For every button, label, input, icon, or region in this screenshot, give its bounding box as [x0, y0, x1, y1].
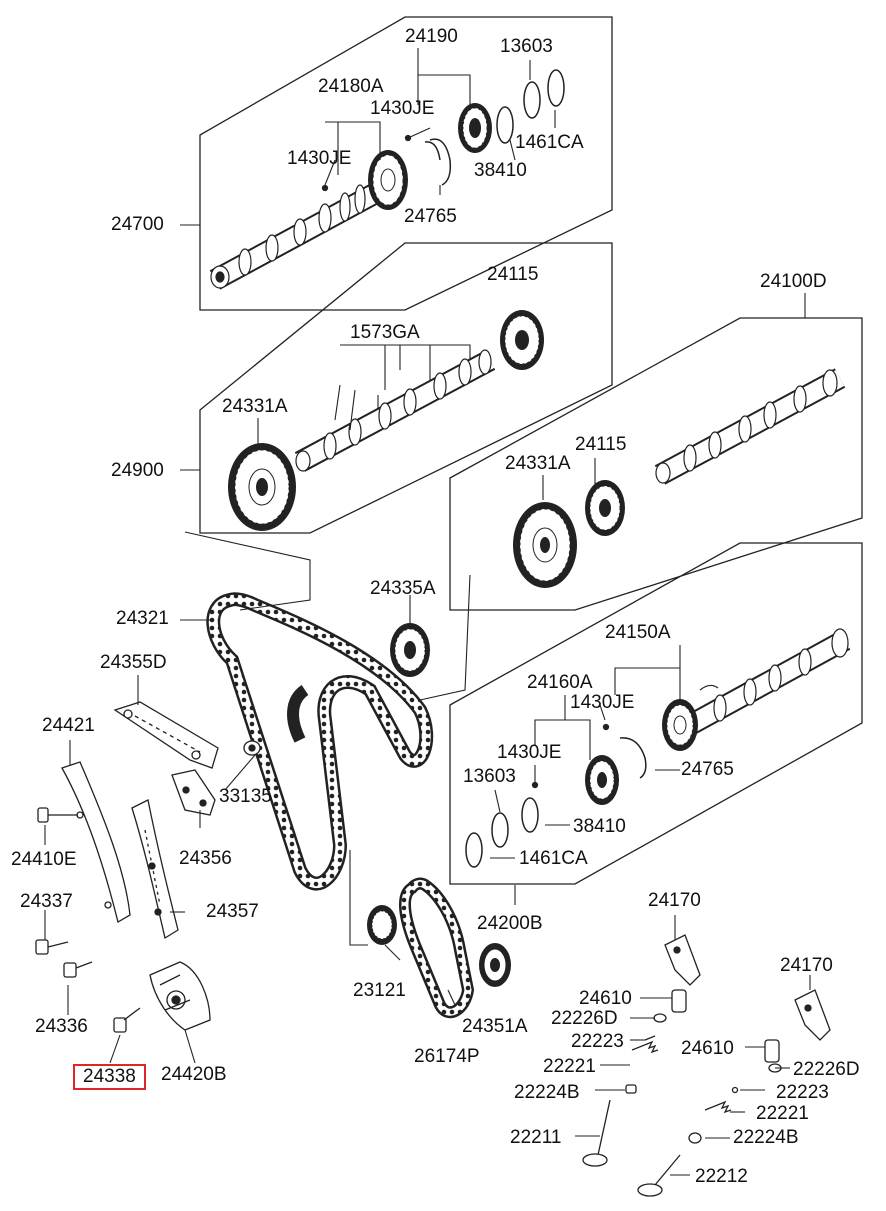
gear-24115-b — [585, 480, 625, 536]
label-22212: 22212 — [695, 1166, 748, 1187]
tensioner-24420B — [149, 961, 211, 1031]
label-1430JE-b: 1430JE — [287, 148, 352, 169]
label-24170-b: 24170 — [780, 955, 833, 976]
label-24765-top: 24765 — [404, 206, 457, 227]
label-26174P: 26174P — [414, 1046, 480, 1067]
label-24610-a: 24610 — [579, 988, 632, 1009]
bolt-24410E — [37, 807, 78, 823]
label-13603-top: 13603 — [500, 36, 553, 57]
timing-chain-24321 — [206, 592, 434, 891]
label-24765-b: 24765 — [681, 759, 734, 780]
label-1430JE-c: 1430JE — [570, 692, 635, 713]
label-1430JE-a: 1430JE — [370, 98, 435, 119]
rings-bottom — [465, 737, 647, 868]
label-24410E: 24410E — [11, 849, 77, 870]
label-13603-b: 13603 — [463, 766, 516, 787]
label-24336: 24336 — [35, 1016, 88, 1037]
label-24338-highlighted[interactable]: 24338 — [73, 1064, 146, 1090]
camshaft-24150A — [684, 628, 851, 735]
label-24357: 24357 — [206, 901, 259, 922]
label-24160A: 24160A — [527, 672, 593, 693]
guide-24421 — [61, 761, 131, 923]
label-22226D-a: 22226D — [551, 1008, 618, 1029]
camshaft-24100D — [654, 368, 846, 485]
gear-24115-a — [500, 310, 544, 370]
label-24150A: 24150A — [605, 622, 671, 643]
oil-pump-chain-26174P — [399, 877, 475, 1019]
label-33135: 33135 — [219, 786, 272, 807]
camshaft-24900 — [294, 349, 496, 472]
idler-gear-24335A — [390, 623, 430, 677]
tensioner-24356 — [171, 769, 216, 816]
washer-33135 — [243, 740, 261, 756]
tensioner-arm-24357 — [131, 799, 179, 940]
valve-train-24170-b — [637, 989, 831, 1197]
label-38410-top: 38410 — [474, 160, 527, 181]
label-23121: 23121 — [353, 980, 406, 1001]
group-box-24100D — [449, 317, 863, 611]
sprocket-24351A — [479, 943, 511, 987]
label-24337: 24337 — [20, 891, 73, 912]
label-24610-b: 24610 — [681, 1038, 734, 1059]
label-24700: 24700 — [111, 214, 164, 235]
label-24356: 24356 — [179, 848, 232, 869]
label-1461CA-b: 1461CA — [519, 848, 588, 869]
crank-sprocket-23121 — [367, 905, 397, 945]
bolt-24336 — [63, 961, 93, 978]
label-24421: 24421 — [42, 715, 95, 736]
label-1573GA: 1573GA — [350, 322, 420, 343]
label-24115-b: 24115 — [575, 434, 627, 455]
bolt-24337 — [35, 939, 69, 955]
label-38410-b: 38410 — [573, 816, 626, 837]
dowel-pins — [321, 134, 610, 789]
group-box-24900 — [199, 242, 613, 534]
bolts — [35, 134, 610, 1033]
sprocket-24331A-b — [513, 502, 577, 588]
label-24420B: 24420B — [161, 1064, 227, 1085]
camshaft-24700 — [209, 178, 391, 290]
label-24200B: 24200B — [477, 913, 543, 934]
cam-phaser-24190 — [458, 103, 492, 153]
sprocket-24331A-a — [228, 443, 296, 531]
rings-13603-38410-1461CA-top — [424, 69, 565, 186]
leader-lines — [44, 48, 811, 1176]
label-24331A-a: 24331A — [222, 396, 288, 417]
label-22223-b: 22223 — [776, 1082, 829, 1103]
group-box-24200B — [449, 542, 863, 885]
sprocket-24180A — [368, 150, 408, 210]
label-22226D-b: 22226D — [793, 1059, 860, 1080]
group-box-24700 — [199, 16, 613, 311]
bolt-24338 — [113, 1007, 141, 1033]
label-22224B-b: 22224B — [733, 1127, 799, 1148]
label-24100D: 24100D — [760, 271, 827, 292]
label-22224B-a: 22224B — [514, 1082, 580, 1103]
label-24321: 24321 — [116, 608, 169, 629]
label-24180A: 24180A — [318, 76, 384, 97]
label-22221-a: 22221 — [543, 1056, 596, 1077]
label-24351A: 24351A — [462, 1016, 528, 1037]
valve-train-24170-a — [582, 934, 701, 1167]
label-24170-a: 24170 — [648, 890, 701, 911]
label-24115-a: 24115 — [487, 264, 539, 285]
label-22223-a: 22223 — [571, 1031, 624, 1052]
label-24355D: 24355D — [100, 652, 167, 673]
label-22221-b: 22221 — [756, 1103, 809, 1124]
sprocket-24160A — [662, 699, 698, 751]
label-1461CA-top: 1461CA — [515, 132, 584, 153]
guide-24355D — [113, 701, 219, 769]
label-24900: 24900 — [111, 460, 164, 481]
label-24331A-b: 24331A — [505, 453, 571, 474]
label-22211: 22211 — [510, 1127, 562, 1148]
label-24335A: 24335A — [370, 578, 436, 599]
label-1430JE-d: 1430JE — [497, 742, 562, 763]
label-24190: 24190 — [405, 26, 458, 47]
cam-phaser-b — [585, 755, 619, 805]
